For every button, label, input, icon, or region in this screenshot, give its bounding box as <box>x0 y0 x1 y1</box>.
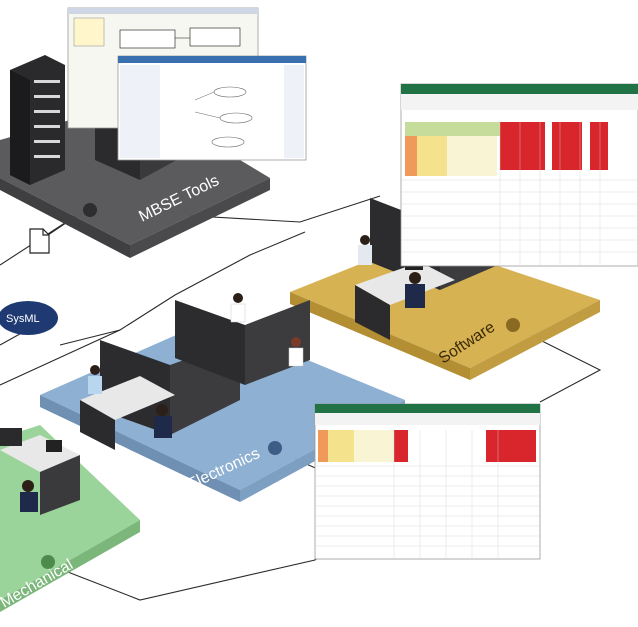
workstation-icon <box>0 428 80 515</box>
electronics-node <box>268 441 282 455</box>
document-icon <box>29 228 50 254</box>
mbse-node <box>83 203 97 217</box>
mechanical-node <box>41 555 55 569</box>
server-rack-icon <box>10 55 65 185</box>
software-node <box>506 318 520 332</box>
spreadsheet-icon <box>314 403 541 560</box>
modeling-tool-icon <box>67 7 307 161</box>
sysml-connector: SysML <box>0 301 58 335</box>
sysml-label: SysML <box>6 313 40 325</box>
spreadsheet-icon <box>400 83 638 267</box>
workstation-icon <box>80 293 310 450</box>
mechanical-platform: Mechanical <box>0 425 140 612</box>
